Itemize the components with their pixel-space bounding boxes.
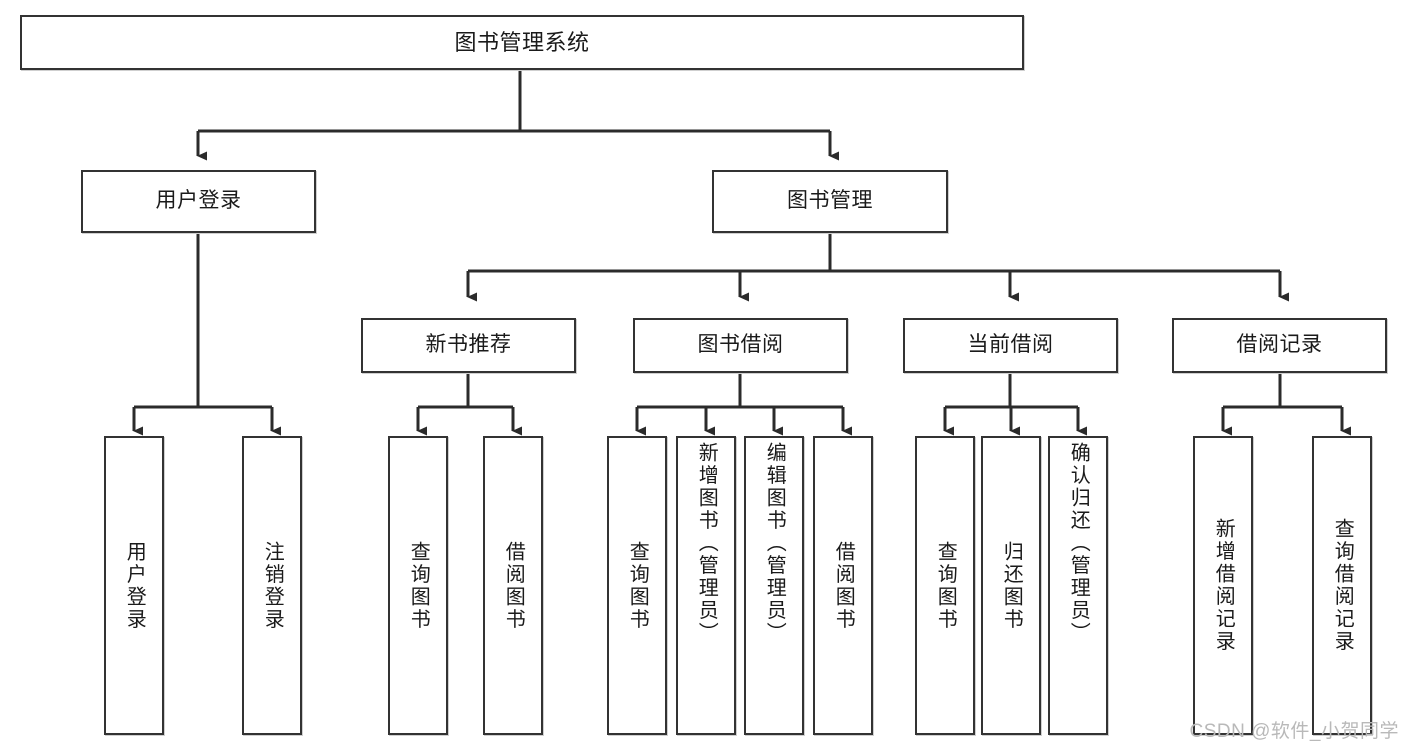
leaf-borrow-records-add-record[interactable]: 新增借阅记录: [1193, 436, 1253, 735]
connectors-currentborrow-to-leaves: [943, 373, 1087, 436]
connectors-bookborrow-to-leaves: [635, 373, 852, 436]
connectors-newbook-to-leaves: [416, 373, 522, 436]
connectors-bookmgmt-to-level3: [466, 233, 1289, 302]
leaf-borrow-records-query-record[interactable]: 查询借阅记录: [1312, 436, 1372, 735]
node-user-login[interactable]: 用户登录: [81, 170, 316, 233]
node-label: 归还图书: [1000, 540, 1023, 631]
node-label: 借阅图书: [502, 540, 525, 631]
node-label: 查询借阅记录: [1331, 518, 1354, 653]
node-label: 图书借阅: [697, 333, 784, 357]
leaf-current-borrow-confirm-return-admin[interactable]: 确认归还（管理员）: [1048, 436, 1108, 735]
node-current-borrow[interactable]: 当前借阅: [903, 318, 1118, 373]
node-label: 图书管理: [787, 189, 873, 213]
leaf-new-book-borrow-book[interactable]: 借阅图书: [483, 436, 543, 735]
node-label: 查询图书: [407, 540, 430, 631]
leaf-book-borrow-edit-book-admin[interactable]: 编辑图书（管理员）: [744, 436, 804, 735]
node-label: 编辑图书（管理员）: [763, 442, 786, 645]
node-borrow-records[interactable]: 借阅记录: [1172, 318, 1387, 373]
leaf-new-book-query-book[interactable]: 查询图书: [388, 436, 448, 735]
leaf-book-borrow-query-book[interactable]: 查询图书: [607, 436, 667, 735]
leaf-user-login-logout[interactable]: 注销登录: [242, 436, 302, 735]
node-label: 图书管理系统: [454, 29, 590, 55]
node-label: 确认归还（管理员）: [1067, 442, 1090, 645]
node-label: 查询图书: [934, 540, 957, 631]
connectors-userlogin-to-leaves: [132, 233, 281, 436]
node-label: 借阅图书: [832, 540, 855, 631]
node-label: 查询图书: [626, 540, 649, 631]
csdn-watermark: CSDN @软件_小贺同学: [1189, 721, 1399, 742]
leaf-book-borrow-borrow-book[interactable]: 借阅图书: [813, 436, 873, 735]
node-new-book-recommend[interactable]: 新书推荐: [361, 318, 576, 373]
node-label: 新书推荐: [425, 333, 512, 357]
node-label: 注销登录: [261, 540, 284, 631]
node-label: 用户登录: [155, 189, 242, 213]
node-label: 借阅记录: [1236, 333, 1323, 357]
leaf-current-borrow-return-book[interactable]: 归还图书: [981, 436, 1041, 735]
node-label: 用户登录: [123, 540, 146, 631]
leaf-user-login-login[interactable]: 用户登录: [104, 436, 164, 735]
node-book-borrow[interactable]: 图书借阅: [633, 318, 848, 373]
connectors-root-to-level2: [196, 70, 839, 161]
node-label: 新增借阅记录: [1212, 518, 1235, 653]
node-label: 当前借阅: [967, 333, 1054, 357]
connectors-borrowrecords-to-leaves: [1221, 373, 1351, 436]
leaf-book-borrow-add-book-admin[interactable]: 新增图书（管理员）: [676, 436, 736, 735]
leaf-current-borrow-query-book[interactable]: 查询图书: [915, 436, 975, 735]
node-root-system[interactable]: 图书管理系统: [20, 15, 1024, 70]
node-book-management[interactable]: 图书管理: [712, 170, 948, 233]
node-label: 新增图书（管理员）: [695, 442, 718, 645]
